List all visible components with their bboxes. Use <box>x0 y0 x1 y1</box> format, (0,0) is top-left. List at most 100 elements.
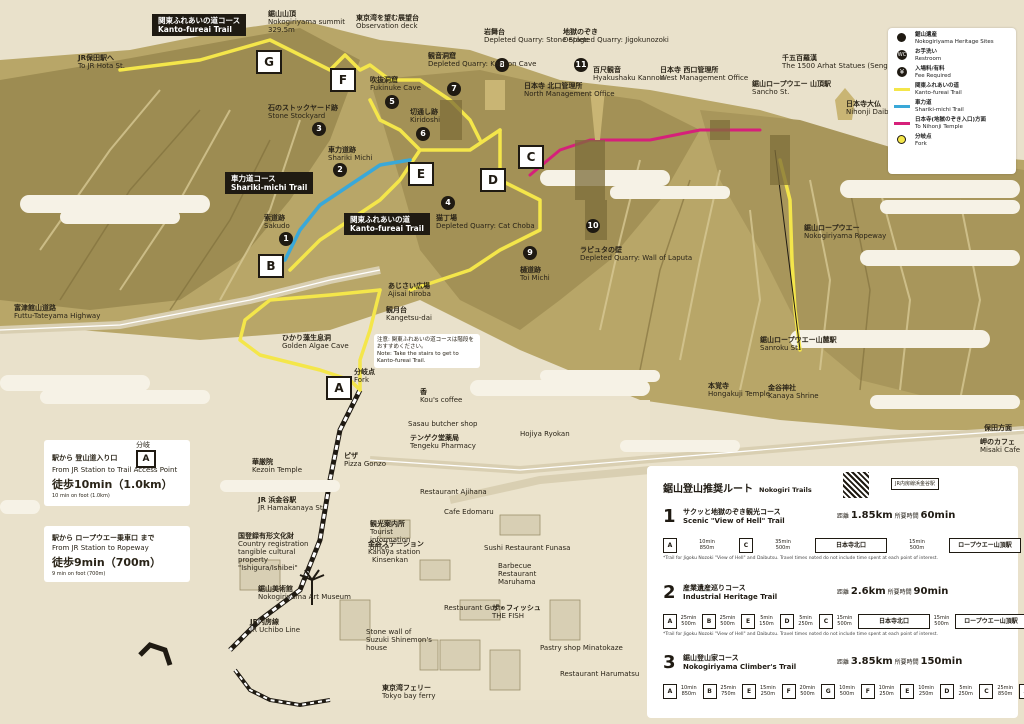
shariki-trail-title: 車力道コース Shariki-michi Trail <box>225 172 314 194</box>
marker-D[interactable]: D <box>480 168 506 192</box>
site-10[interactable]: 10 <box>586 219 600 233</box>
route-3-stop-3[interactable]: F <box>781 684 796 699</box>
route-3-stop-4[interactable]: G <box>821 684 836 699</box>
site-7[interactable]: 7 <box>447 82 461 96</box>
access-point-marker[interactable]: A <box>136 450 156 468</box>
route-3-stop-2[interactable]: E <box>742 684 757 699</box>
yen-icon: ¥ <box>894 67 910 77</box>
site-1[interactable]: 1 <box>279 232 293 246</box>
route-2-stop-4[interactable]: C <box>819 614 833 629</box>
town-buildings <box>239 514 581 691</box>
marker-F[interactable]: F <box>330 68 356 92</box>
kanto-trail-title: 関東ふれあいの道コース Kanto-fureai Trail <box>152 14 247 36</box>
marker-G[interactable]: G <box>256 50 282 74</box>
route-2-stop-1[interactable]: B <box>702 614 716 629</box>
shariki-trail-jp: 車力道コース <box>231 174 276 183</box>
site-3[interactable]: 3 <box>312 122 326 136</box>
kanto-mid-title: 関東ふれあいの道 Kanto-fureai Trail <box>344 213 430 235</box>
route-1-stop-2[interactable]: 日本寺北口 <box>815 538 887 553</box>
site-2[interactable]: 2 <box>333 163 347 177</box>
route-3-stop-7[interactable]: D <box>939 684 954 699</box>
route-2-stop-0[interactable]: A <box>663 614 677 629</box>
site-11[interactable]: 11 <box>574 58 588 72</box>
route-2-stop-2[interactable]: E <box>741 614 755 629</box>
label-sushi: Sushi Restaurant Funasa <box>484 544 571 552</box>
route-3-stop-8[interactable]: C <box>979 684 994 699</box>
marker-C[interactable]: C <box>518 145 544 169</box>
access-ropeway-jp: 駅から ロープウエー乗車口 まで <box>52 534 155 542</box>
site-5[interactable]: 5 <box>385 95 399 109</box>
kanto-trail-jp: 関東ふれあいの道コース <box>158 16 241 25</box>
marker-B[interactable]: B <box>258 254 284 278</box>
site-9[interactable]: 9 <box>523 246 537 260</box>
route-2-stop-6[interactable]: ロープウエー山頂駅 <box>955 614 1024 629</box>
marker-A[interactable]: A <box>326 376 352 400</box>
wc-icon: WC <box>897 50 907 60</box>
marker-E[interactable]: E <box>408 162 434 186</box>
route-3-stop-6[interactable]: E <box>900 684 915 699</box>
access-trail-jp: 駅から 登山道入り口 <box>52 454 118 462</box>
qr-label: JR内房線浜金谷駅 <box>891 478 939 490</box>
route-3-stop-9[interactable]: A <box>1019 684 1024 699</box>
route-3-stop-1[interactable]: B <box>702 684 717 699</box>
label-kinsenkan: Kinsenkan <box>372 556 409 564</box>
label-minatokaze: Pastry shop Minatokaze <box>540 644 623 652</box>
site-8[interactable]: 8 <box>495 58 509 72</box>
site-4[interactable]: 4 <box>441 196 455 210</box>
route-2-stop-5[interactable]: 日本寺北口 <box>858 614 930 629</box>
qr-code-icon[interactable] <box>843 472 869 498</box>
route-2-note: *Trail for Jigoku Nozoki "View of Hell" … <box>663 632 938 637</box>
shariki-trail-en: Shariki-michi Trail <box>231 183 308 192</box>
route-panel-title-en: Nokogiri Trails <box>759 486 812 494</box>
kanto-mid-jp: 関東ふれあいの道 <box>350 215 410 224</box>
route-1-stop-0[interactable]: A <box>663 538 677 553</box>
access-trail-box: 駅から 登山道入り口 A 分岐 From JR Station to Trail… <box>44 440 190 506</box>
palm-tree-icon <box>299 569 325 605</box>
route-3-stop-5[interactable]: F <box>860 684 875 699</box>
route-2-stats: 距離 2.6km 所要時間 90min <box>837 586 949 597</box>
route-3-stop-0[interactable]: A <box>663 684 677 699</box>
site-6[interactable]: 6 <box>416 127 430 141</box>
route-1-stats: 距離 1.85km 所要時間 60min <box>837 510 956 521</box>
route-2-stop-3[interactable]: D <box>780 614 794 629</box>
route-1-stop-3[interactable]: ロープウエー山頂駅 <box>949 538 1021 553</box>
route-1-stop-1[interactable]: C <box>739 538 753 553</box>
